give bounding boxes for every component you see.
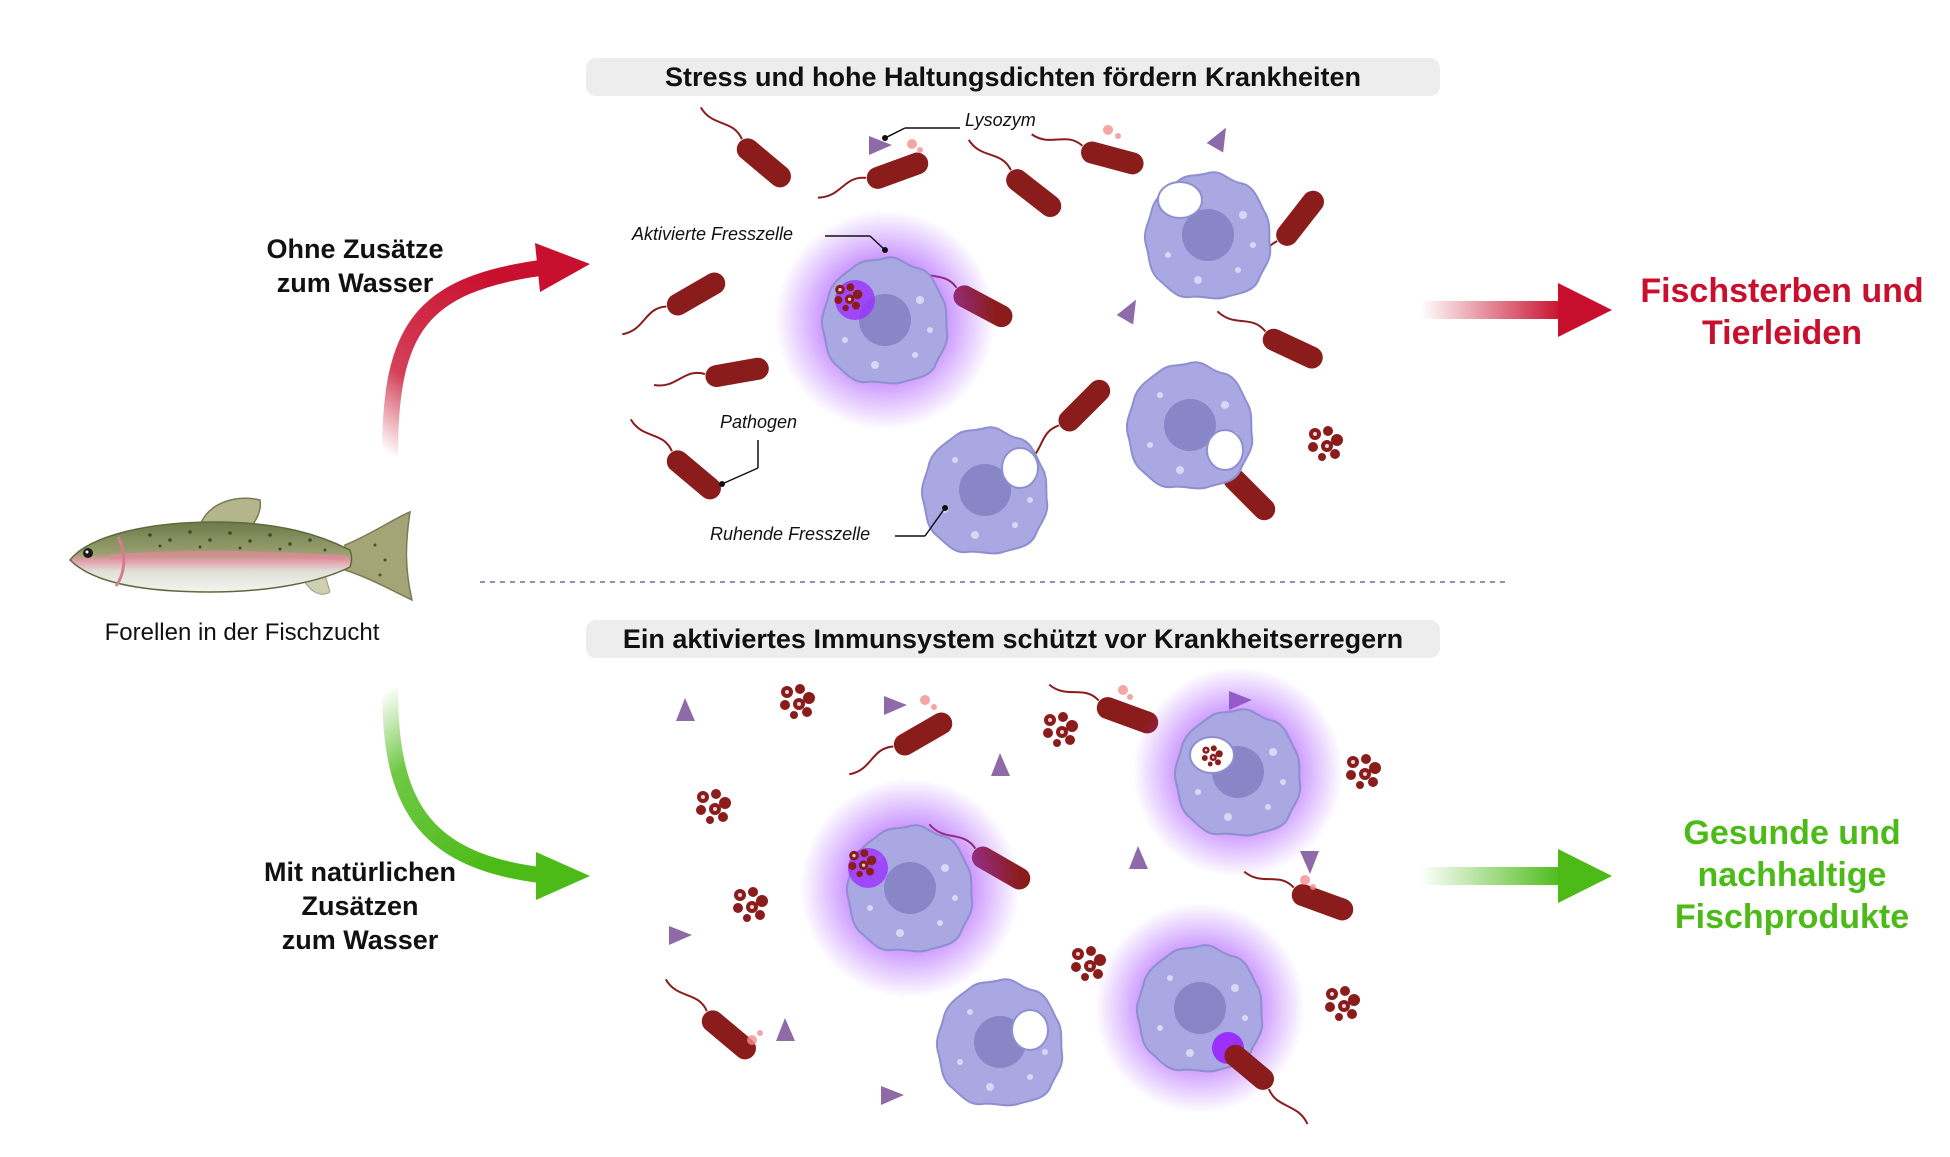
lysozyme-icon — [1116, 295, 1145, 325]
activated-phagocyte — [800, 778, 1020, 998]
pathogen-bacterium — [959, 131, 1067, 223]
lysozyme-icon — [676, 698, 695, 721]
straight-arrow-red — [1420, 283, 1612, 337]
outcome-good-line-1: Gesunde und — [1683, 814, 1900, 852]
lysed-bacterium — [813, 139, 933, 211]
lysed-bacterium — [1043, 675, 1163, 738]
label-ruhende-fresszelle: Ruhende Fresszelle — [710, 524, 870, 544]
lysozyme-icon — [991, 753, 1010, 776]
resting-phagocyte — [1125, 361, 1254, 490]
bottom-panel — [656, 667, 1381, 1125]
outcome-bad-line-1: Fischsterben und — [1640, 272, 1923, 310]
pathogen-bacterium — [621, 411, 727, 505]
curved-arrow-red — [382, 243, 590, 456]
straight-arrow-green — [1420, 849, 1612, 903]
lysozyme-icon — [881, 1086, 904, 1105]
bacterial-debris-icon — [696, 789, 731, 824]
lysed-bacterium — [656, 971, 763, 1065]
lysed-bacterium — [843, 695, 958, 787]
label-aktivierte-fresszelle: Aktivierte Fresszelle — [631, 224, 793, 244]
upper-condition-line-1: Ohne Zusätze — [266, 234, 443, 264]
bacterial-debris-icon — [780, 684, 815, 719]
bottom-title: Ein aktiviertes Immunsystem schützt vor … — [623, 624, 1403, 654]
activated-phagocyte — [1133, 667, 1343, 877]
lysed-bacterium — [1238, 862, 1358, 925]
resting-phagocyte — [920, 426, 1049, 555]
outcome-good-line-3: Fischprodukte — [1675, 898, 1909, 936]
activated-phagocyte — [775, 210, 995, 430]
lysozyme-icon — [1129, 846, 1148, 869]
pathogen-bacterium — [616, 267, 731, 347]
bacterial-debris-icon — [1346, 754, 1381, 789]
activated-phagocyte — [1095, 903, 1309, 1125]
lower-condition-line-2: Zusätzen — [301, 891, 418, 921]
label-pathogen: Pathogen — [720, 412, 797, 432]
pathogen-bacterium — [1210, 302, 1328, 374]
lysed-bacterium — [1027, 124, 1148, 178]
lower-condition-line-3: zum Wasser — [282, 925, 439, 955]
top-panel: Lysozym Aktivierte Fresszelle Pathogen R… — [616, 99, 1343, 555]
outcome-good-line-2: nachhaltige — [1698, 856, 1887, 894]
label-lysozym: Lysozym — [965, 110, 1036, 130]
lysozyme-icon — [776, 1018, 795, 1041]
pathogen-bacterium — [651, 354, 772, 399]
lysozyme-icon — [1206, 123, 1235, 153]
upper-condition-line-2: zum Wasser — [277, 268, 434, 298]
trout-icon — [68, 497, 414, 602]
top-title: Stress und hohe Haltungsdichten fördern … — [665, 62, 1361, 92]
lysozyme-icon — [669, 926, 692, 945]
fish-caption: Forellen in der Fischzucht — [105, 619, 380, 646]
bacterial-debris-icon — [1308, 426, 1343, 461]
resting-phagocyte — [1143, 171, 1272, 300]
lower-condition-line-1: Mit natürlichen — [264, 857, 456, 887]
bacterial-debris-icon — [1325, 986, 1360, 1021]
lysozyme-icon — [869, 136, 892, 155]
resting-phagocyte — [935, 978, 1064, 1107]
bacterial-debris-icon — [733, 887, 768, 922]
pathogen-bacterium — [691, 99, 797, 193]
outcome-bad-line-2: Tierleiden — [1702, 314, 1862, 352]
bacterial-debris-icon — [1043, 712, 1078, 747]
curved-arrow-green — [382, 687, 590, 900]
top-title-box: Stress und hohe Haltungsdichten fördern … — [586, 58, 1440, 96]
bottom-title-box: Ein aktiviertes Immunsystem schützt vor … — [586, 620, 1440, 658]
lysozyme-icon — [884, 696, 907, 715]
